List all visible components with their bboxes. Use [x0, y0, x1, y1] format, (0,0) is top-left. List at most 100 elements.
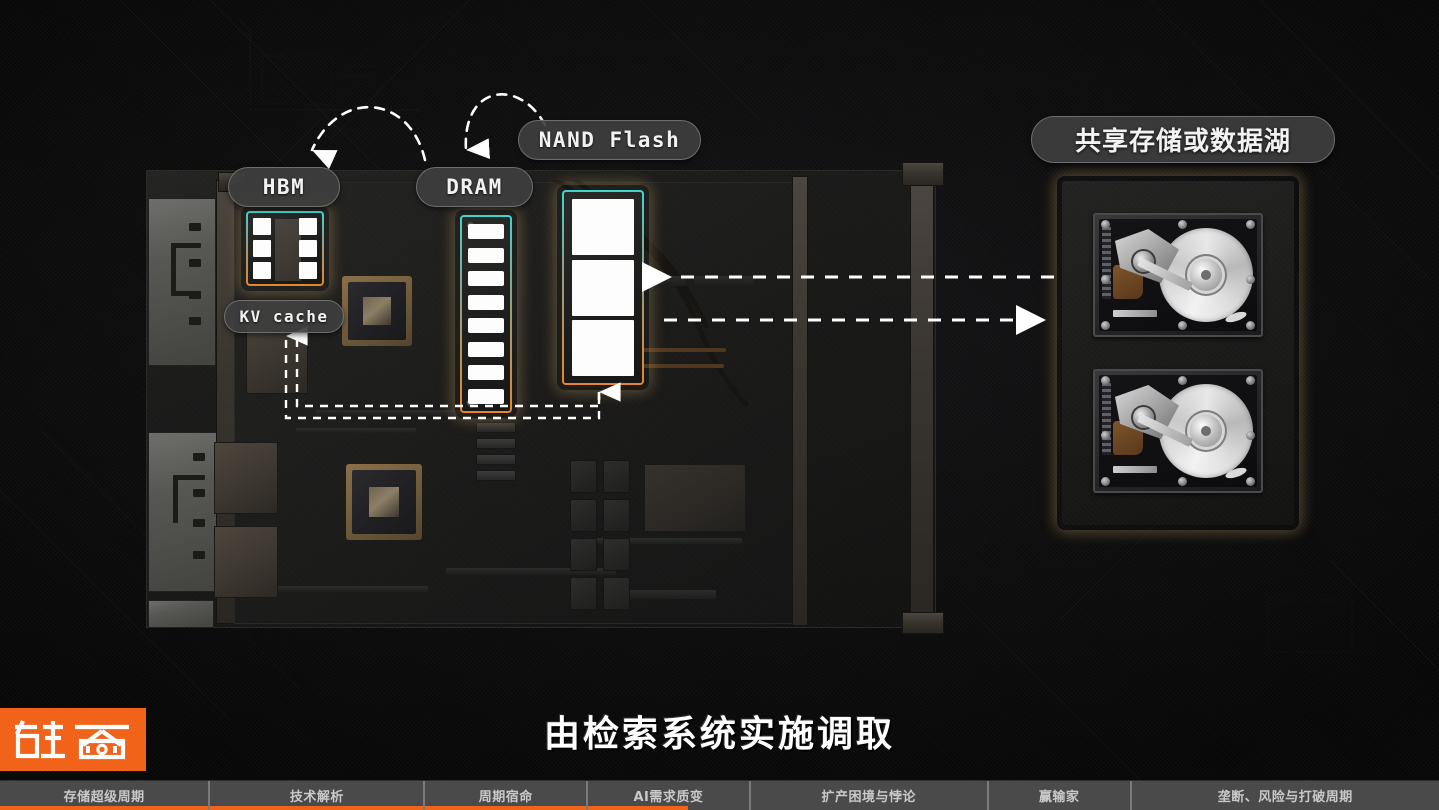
chapter-tab-6[interactable]: 赢输家: [988, 781, 1132, 810]
dram-module-body: [462, 217, 510, 411]
main-title: 由检索系统实施调取: [543, 714, 895, 755]
board-trace: [296, 428, 416, 433]
hbm-module[interactable]: [246, 211, 324, 286]
psu-notch: [193, 551, 205, 559]
hdd-screw: [1101, 220, 1110, 229]
label-shared-storage-data-lake[interactable]: 共享存储或数据湖: [1031, 116, 1335, 163]
hdd-screw: [1246, 220, 1255, 229]
psu-notch: [189, 223, 201, 231]
label-kv-cache[interactable]: KV cache: [224, 300, 344, 333]
hdd-screw: [1246, 376, 1255, 385]
nand-card: [572, 199, 634, 255]
title-bar: 由检索系统实施调取: [0, 688, 1439, 774]
board-trace: [278, 586, 428, 592]
chapter-tab-3[interactable]: 周期宿命: [425, 781, 589, 810]
psu-module-bottom: [148, 600, 214, 628]
dram-module[interactable]: [460, 215, 512, 413]
dram-stick: [468, 271, 504, 287]
nand-card-stack: [572, 199, 634, 376]
psu-notch: [193, 519, 205, 527]
hdd-spindle-hub: [1190, 415, 1222, 447]
psu-notch: [189, 317, 201, 325]
guigu101-logo-icon: [15, 719, 129, 759]
dram-stick: [468, 341, 504, 357]
chapter-tab-1[interactable]: 存储超级周期: [0, 781, 211, 810]
hdd-screw: [1101, 431, 1110, 440]
board-trace: [316, 410, 476, 416]
chapter-tab-4[interactable]: AI需求质变: [588, 781, 751, 810]
cpu-socket-upper: [342, 276, 412, 346]
storage-array-body: [1062, 181, 1294, 525]
psu-module-lower: [148, 432, 222, 592]
dram-stick: [468, 318, 504, 334]
shared-storage-array[interactable]: [1062, 181, 1294, 525]
drive-bay-grid: [570, 460, 630, 610]
board-trace: [582, 538, 742, 544]
board-trace: [694, 276, 754, 286]
cpu-core: [368, 486, 400, 518]
chapter-tab-label: 技术解析: [289, 790, 344, 805]
vrm-bank-a: [476, 422, 516, 481]
chassis-rail-right-cap: [902, 162, 944, 186]
hdd-screw: [1101, 275, 1110, 284]
dram-stick: [468, 365, 504, 381]
psu-notch: [171, 291, 201, 296]
chassis-rail-mid: [792, 176, 808, 626]
hbm-pad: [253, 239, 272, 257]
psu-notch: [173, 475, 205, 480]
hdd-screw: [1178, 220, 1187, 229]
hdd-screw: [1101, 376, 1110, 385]
chapter-tab-5[interactable]: 扩产困境与悖论: [750, 781, 989, 810]
nand-flash-module[interactable]: [562, 190, 644, 385]
chassis-rail-right: [910, 174, 934, 628]
drive-bay-cell: [570, 538, 597, 571]
hbm-substrate: [275, 219, 301, 281]
chapter-tab-label: 扩产困境与悖论: [821, 790, 917, 805]
psu-notch: [171, 243, 201, 248]
drive-bay-cell: [603, 499, 630, 532]
chapter-tab-7[interactable]: 垄断、风险与打破周期: [1131, 781, 1439, 810]
cpu-die: [352, 470, 416, 534]
hbm-pad: [253, 218, 272, 236]
hdd-screw: [1178, 376, 1187, 385]
hdd-screw: [1246, 275, 1255, 284]
hdd-screw: [1246, 477, 1255, 486]
hdd-label-strip: [1113, 310, 1157, 317]
hdd-connector: [1102, 383, 1111, 455]
chapter-tab-label: 赢输家: [1038, 790, 1080, 805]
label-hbm[interactable]: HBM: [228, 167, 340, 207]
label-nand-flash[interactable]: NAND Flash: [518, 120, 701, 160]
cpu-core: [363, 297, 391, 325]
drive-bay-cell: [603, 577, 630, 610]
psu-notch: [171, 243, 176, 293]
chapter-tab-label: 周期宿命: [478, 790, 533, 805]
psu-module-upper: [148, 198, 216, 366]
hbm-pad-grid: [253, 218, 317, 279]
hbm-pad: [253, 261, 272, 279]
hdd-screw: [1246, 431, 1255, 440]
brand-logo[interactable]: [0, 708, 146, 771]
hdd-screw: [1101, 477, 1110, 486]
hbm-pad: [298, 239, 317, 257]
hdd-label-strip: [1113, 466, 1157, 473]
hdd-screw: [1101, 321, 1110, 330]
hdd-screw: [1178, 477, 1187, 486]
chapter-tab-2[interactable]: 技术解析: [210, 781, 426, 810]
hbm-pad: [298, 261, 317, 279]
chapter-tab-label: AI需求质变: [633, 790, 704, 805]
drive-bay-cell: [603, 460, 630, 493]
label-dram[interactable]: DRAM: [416, 167, 533, 207]
io-module: [644, 464, 746, 532]
cpu-die: [348, 282, 406, 340]
chapter-nav[interactable]: 存储超级周期 技术解析 周期宿命 AI需求质变 扩产困境与悖论 赢输家 垄断、风险与打破周期: [0, 780, 1439, 810]
board-trace: [616, 590, 716, 599]
drive-bay-cell: [570, 499, 597, 532]
heatsink-lower-a: [214, 442, 278, 514]
psu-notch: [193, 453, 205, 461]
dram-slot-stack: [468, 224, 504, 404]
heatsink-lower-b: [214, 526, 278, 598]
chapter-tab-label: 存储超级周期: [63, 790, 145, 805]
chassis-rail-right-foot: [902, 612, 944, 634]
psu-notch: [173, 475, 178, 523]
